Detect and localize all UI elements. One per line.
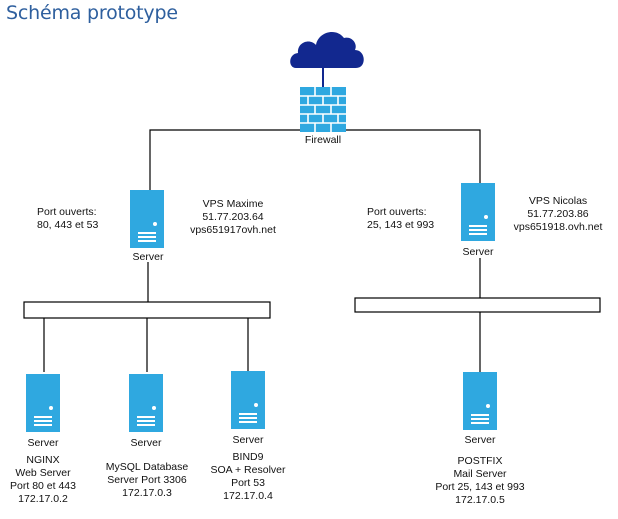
bind9-server-label: Server — [232, 434, 264, 446]
vps-nicolas-ip: 51.77.203.86 — [527, 208, 589, 220]
bind9-role: SOA + Resolver — [210, 464, 286, 476]
vps-nicolas-name: VPS Nicolas — [528, 195, 588, 207]
vps-nicolas-ports: 25, 143 et 993 — [367, 219, 435, 231]
vps-maxime-host: vps651917ovh.net — [190, 224, 276, 236]
nginx-role: Web Server — [15, 467, 71, 479]
bind9-port: Port 53 — [231, 477, 265, 489]
vps-maxime-ip: 51.77.203.64 — [202, 211, 264, 223]
nginx-ip: 172.17.0.2 — [18, 493, 68, 505]
bind9-ip: 172.17.0.4 — [223, 490, 273, 502]
nginx-name: NGINX — [26, 454, 60, 466]
postfix-server-icon — [463, 372, 497, 430]
bind9-name: BIND9 — [232, 451, 264, 463]
mysql-name: MySQL Database — [105, 461, 189, 473]
vps-nicolas-host: vps651918.ovh.net — [513, 221, 603, 233]
postfix-ports: Port 25, 143 et 993 — [435, 481, 525, 493]
firewall-label: Firewall — [304, 134, 342, 146]
vps-nicolas-server-label: Server — [462, 246, 494, 258]
vps-maxime-server-icon — [130, 190, 164, 248]
cloud-icon — [290, 31, 364, 68]
firewall-icon — [300, 87, 346, 132]
vps-maxime-name: VPS Maxime — [202, 198, 264, 210]
postfix-ip: 172.17.0.5 — [455, 494, 505, 506]
mysql-server-label: Server — [130, 437, 162, 449]
vps-nicolas-server-icon — [461, 183, 495, 241]
postfix-server-label: Server — [464, 434, 496, 446]
connection-lines — [43, 129, 481, 372]
mysql-ip: 172.17.0.3 — [122, 487, 172, 499]
postfix-role: Mail Server — [453, 468, 507, 480]
nginx-server-icon — [26, 374, 60, 432]
nginx-ports: Port 80 et 443 — [10, 480, 76, 492]
page-title: Schéma prototype — [6, 2, 178, 24]
vps-maxime-ports: 80, 443 et 53 — [37, 219, 99, 231]
right-switch-bar — [354, 297, 601, 313]
postfix-name: POSTFIX — [457, 455, 503, 467]
mysql-server-icon — [129, 374, 163, 432]
mysql-port: Server Port 3306 — [107, 474, 187, 486]
nginx-server-label: Server — [27, 437, 59, 449]
left-switch-bar — [23, 301, 271, 319]
bind9-server-icon — [231, 371, 265, 429]
vps-maxime-ports-title: Port ouverts: — [37, 206, 97, 218]
vps-nicolas-ports-title: Port ouverts: — [367, 206, 427, 218]
vps-maxime-server-label: Server — [132, 251, 164, 263]
